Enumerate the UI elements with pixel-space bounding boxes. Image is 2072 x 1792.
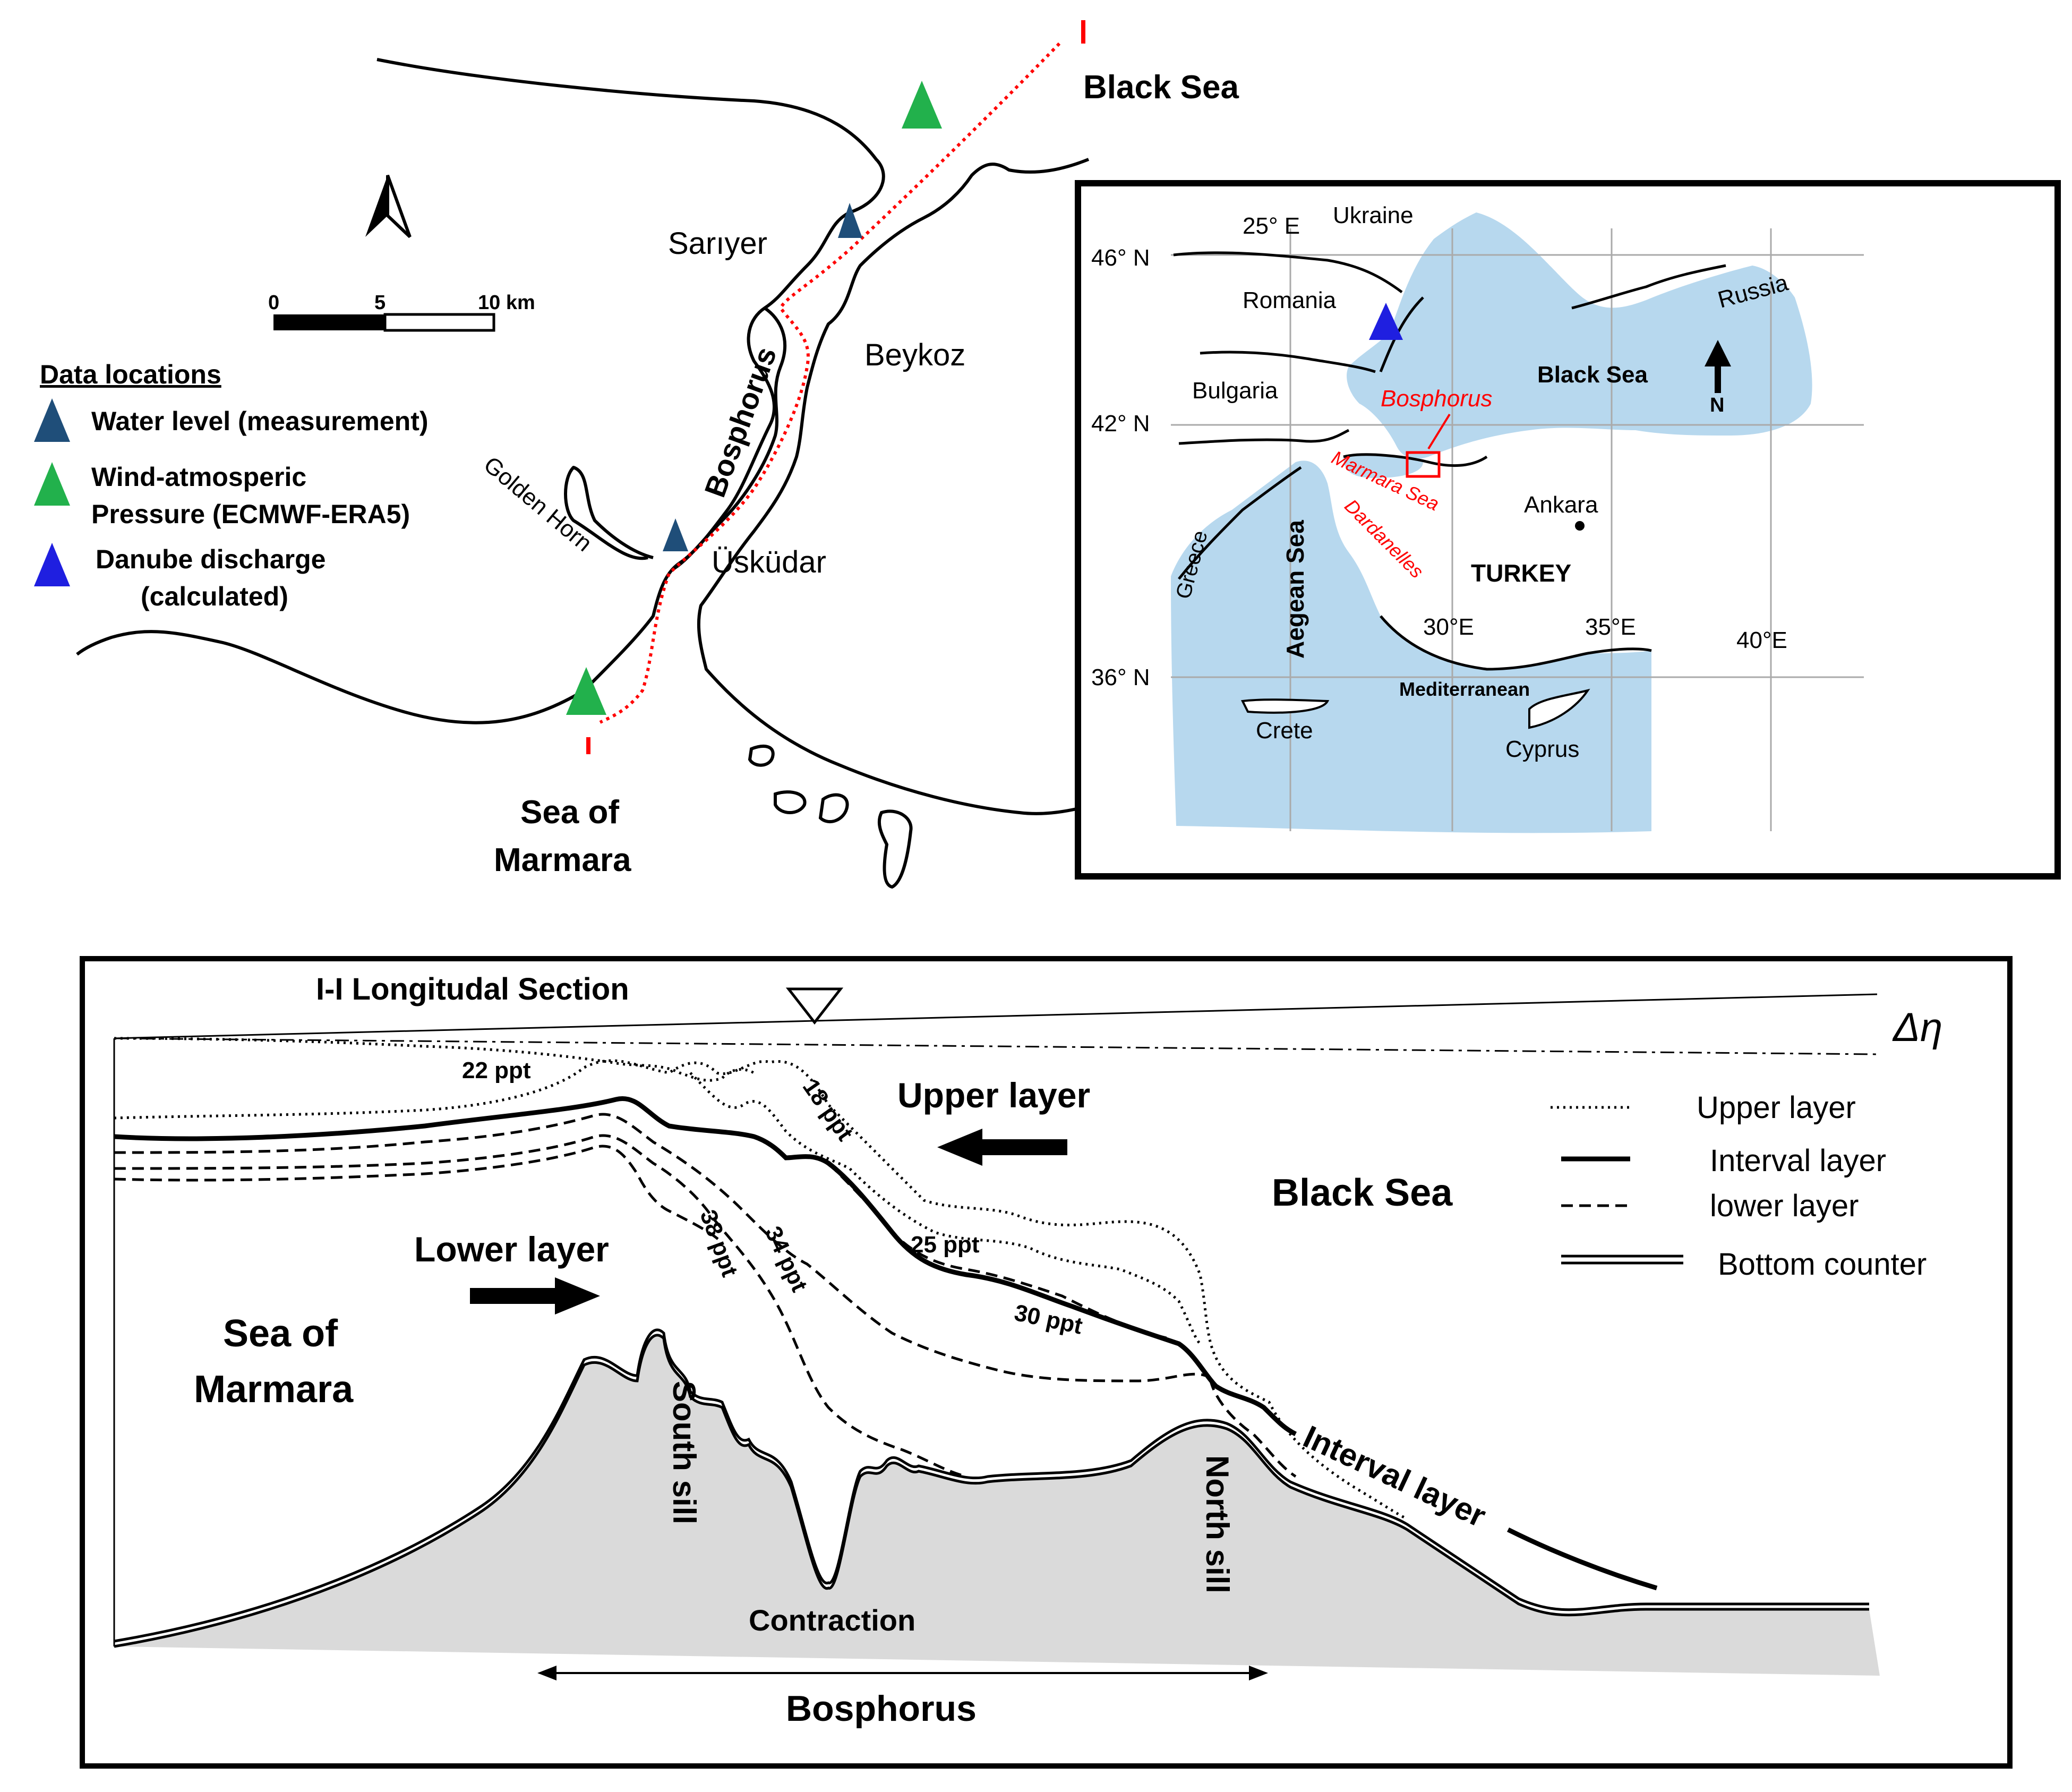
legend-interval-layer: Interval layer [1710,1144,1886,1178]
label-bosphorus-inset: Bosphorus [1381,386,1492,412]
label-crete: Crete [1256,718,1313,744]
sea-of-marmara-section-2: Marmara [194,1368,354,1411]
water-level-symbol-icon [785,987,844,1025]
label-sariyer: Sarıyer [668,226,767,261]
section-legend: Upper layer Interval layer lower layer B… [1551,1090,1927,1282]
scale-label-10: 10 km [478,292,535,314]
scale-label-5: 5 [374,292,386,314]
island [818,793,849,824]
princes-islands [748,745,913,889]
inset-map: 46° N 42° N 36° N 25° E 30°E 35°E 40°E U… [1075,180,2061,880]
legend-upper-layer: Upper layer [1697,1090,1856,1125]
scale-label-0: 0 [268,292,279,314]
island [877,809,913,889]
crete-island [1240,698,1330,714]
section-title: I-I Longitudal Section [316,972,629,1006]
isohaline-22-label: 22 ppt [462,1057,531,1083]
lower-layer-label: Lower layer [414,1230,609,1269]
marmara-sea-area [1343,454,1423,478]
label-north-inset: N [1710,394,1724,416]
label-ankara: Ankara [1524,492,1598,518]
label-turkey: TURKEY [1471,559,1571,587]
label-lon-40: 40°E [1736,627,1787,653]
delta-eta-label: Δη [1892,1005,1942,1050]
wind-station-north [902,81,942,129]
bottom-contour [114,1328,1869,1648]
reference-level-line [114,1037,1878,1055]
interval-layer-tail [1506,1527,1658,1591]
label-uskudar: Üsküdar [712,545,826,579]
label-mediterranean: Mediterranean [1399,678,1530,700]
legend-wind-icon [34,462,70,506]
coastline-north-european [76,58,885,724]
upper-layer-label: Upper layer [897,1076,1090,1115]
longitudinal-section: I-I Longitudal Section Δη Upper layer Lo… [80,956,2013,1769]
bosphorus-pointer [1427,413,1451,450]
label-golden-horn: Golden Horn [479,451,597,557]
upper-layer-isohalines [114,1037,1408,1521]
cyprus-island [1528,688,1590,729]
island [774,790,807,814]
legend-wind-label-1: Wind-atmosperic [91,462,306,492]
north-arrow-inset-icon [1705,340,1731,393]
label-lat-36: 36° N [1091,664,1150,690]
golden-horn-outline [564,466,654,560]
section-line-i-i [599,42,1061,724]
label-cyprus: Cyprus [1505,736,1579,762]
label-lon-35: 35°E [1585,614,1636,640]
contraction-label: Contraction [749,1603,915,1637]
legend-lower-layer: lower layer [1710,1189,1859,1223]
label-bulgaria: Bulgaria [1192,378,1278,404]
legend-danube-label-1: Danube discharge [96,544,326,574]
label-lon-25: 25° E [1243,213,1300,239]
sea-of-marmara-section-1: Sea of [223,1312,338,1355]
scale-bar: 0 5 10 km [268,292,535,332]
island [748,745,775,767]
label-lon-30: 30°E [1423,614,1474,640]
north-sill-label: North sill [1200,1455,1235,1593]
bosphorus-study-area-box [1406,451,1441,478]
legend-wind-label-2: Pressure (ECMWF-ERA5) [91,499,410,529]
north-arrow-icon [365,174,412,238]
seabed-fill [114,1335,1880,1676]
label-ukraine: Ukraine [1333,202,1414,228]
graticule [1171,228,1864,831]
ankara-dot [1575,521,1585,531]
water-level-station-sariyer [838,203,862,238]
lower-layer-isohalines [114,1113,1297,1478]
label-black-sea-top: Black Sea [1083,69,1239,106]
label-romania: Romania [1243,287,1337,313]
lower-layer-flow-arrow [470,1277,600,1315]
wind-station-south [566,667,606,715]
coastline-group [76,58,1090,815]
legend-danube-label-2: (calculated) [141,582,288,611]
water-level-station-uskudar [663,518,688,551]
label-aegean-sea: Aegean Sea [1281,520,1309,659]
bosphorus-extent-arrow [537,1666,1268,1680]
label-sea-of-marmara-1: Sea of [520,794,619,831]
bosphorus-section-label: Bosphorus [786,1688,977,1729]
isohaline-25-label: 25 ppt [911,1232,980,1258]
water-surface-line [114,993,1878,1039]
black-sea-section-label: Black Sea [1272,1172,1453,1214]
upper-layer-flow-arrow [937,1129,1067,1166]
legend-bottom-counter: Bottom counter [1718,1247,1927,1282]
bosphorus-map: 0 5 10 km Black Sea Sarıyer Beykoz Üsküd… [34,20,1239,889]
label-beykoz: Beykoz [864,338,965,372]
label-lat-46: 46° N [1091,245,1150,271]
legend-water-level-icon [34,398,70,442]
south-sill-label: South sill [666,1381,702,1524]
legend-water-level-label: Water level (measurement) [91,406,429,436]
legend-danube-icon [34,543,70,586]
danube-discharge-marker [1369,303,1403,340]
coastline-asian [697,158,1090,815]
data-locations-legend: Data locations Water level (measurement)… [34,360,429,611]
label-lat-42: 42° N [1091,411,1150,437]
legend-title: Data locations [40,360,221,389]
label-black-sea-inset: Black Sea [1537,362,1648,388]
coastline-inner-european [673,306,786,570]
label-sea-of-marmara-2: Marmara [494,842,631,878]
black-sea-area [1347,212,1812,459]
